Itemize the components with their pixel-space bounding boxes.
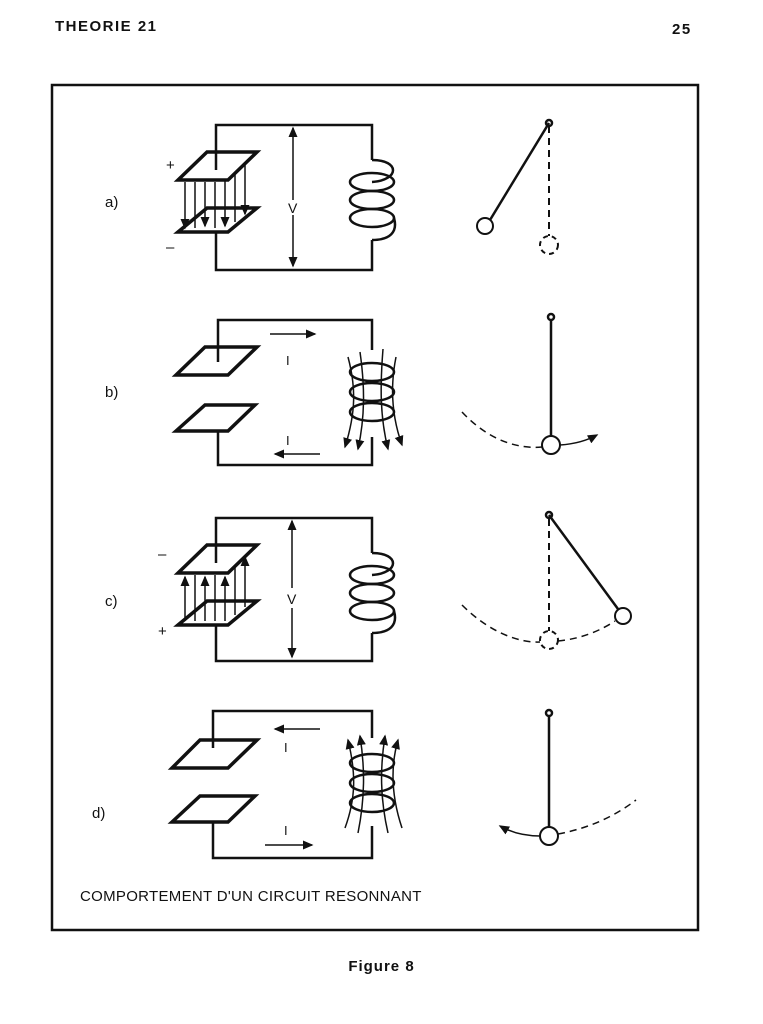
capacitor-plate-bottom — [173, 206, 262, 234]
circuit-wire — [216, 318, 374, 467]
circuit-wire — [214, 516, 374, 663]
pendulum — [461, 510, 632, 650]
inductor-coil — [348, 551, 397, 635]
electric-field-lines — [180, 162, 250, 230]
capacitor-plate-bottom — [167, 794, 260, 824]
charge-sign-top: – — [158, 546, 167, 563]
magnetic-field-lines — [343, 348, 404, 451]
magnetic-field-lines — [344, 734, 403, 834]
capacitor-plate-bottom — [173, 599, 262, 627]
circuit-wire — [214, 123, 374, 272]
pendulum — [461, 312, 599, 455]
voltage-label: V — [287, 591, 297, 607]
row-a: a) + – V — [105, 118, 559, 272]
row-label: c) — [105, 593, 118, 610]
capacitor-plate-top — [173, 150, 262, 182]
inductor-coil — [348, 361, 396, 423]
capacitor-plate-top — [167, 738, 262, 770]
running-title: THEORIE 21 — [55, 18, 158, 35]
current-label: I — [286, 353, 290, 368]
row-b: b) I I — [105, 312, 599, 467]
figure-frame — [50, 83, 700, 932]
row-label: a) — [105, 194, 118, 211]
electric-field-lines — [180, 555, 250, 621]
row-label: b) — [105, 384, 118, 401]
pendulum — [476, 118, 559, 255]
current-label: I — [286, 433, 290, 448]
inductor-coil — [348, 752, 396, 814]
row-c: c) – + V — [105, 510, 632, 663]
charge-sign-bottom: – — [166, 239, 175, 256]
charge-sign-top: + — [166, 157, 175, 174]
voltage-label: V — [288, 200, 298, 216]
capacitor-plate-bottom — [171, 403, 260, 433]
charge-sign-bottom: + — [158, 623, 167, 640]
row-label: d) — [92, 805, 105, 822]
figure-label: Figure 8 — [348, 958, 415, 975]
inductor-coil — [348, 158, 397, 242]
capacitor-plate-top — [173, 543, 262, 575]
page-number: 25 — [672, 21, 692, 38]
circuit-wire — [211, 709, 374, 860]
current-label: I — [284, 740, 288, 755]
capacitor-plate-top — [171, 345, 262, 377]
row-d: d) I I — [92, 708, 637, 860]
figure-caption: COMPORTEMENT D'UN CIRCUIT RESONNANT — [80, 888, 422, 905]
pendulum — [498, 708, 637, 846]
current-label: I — [284, 823, 288, 838]
